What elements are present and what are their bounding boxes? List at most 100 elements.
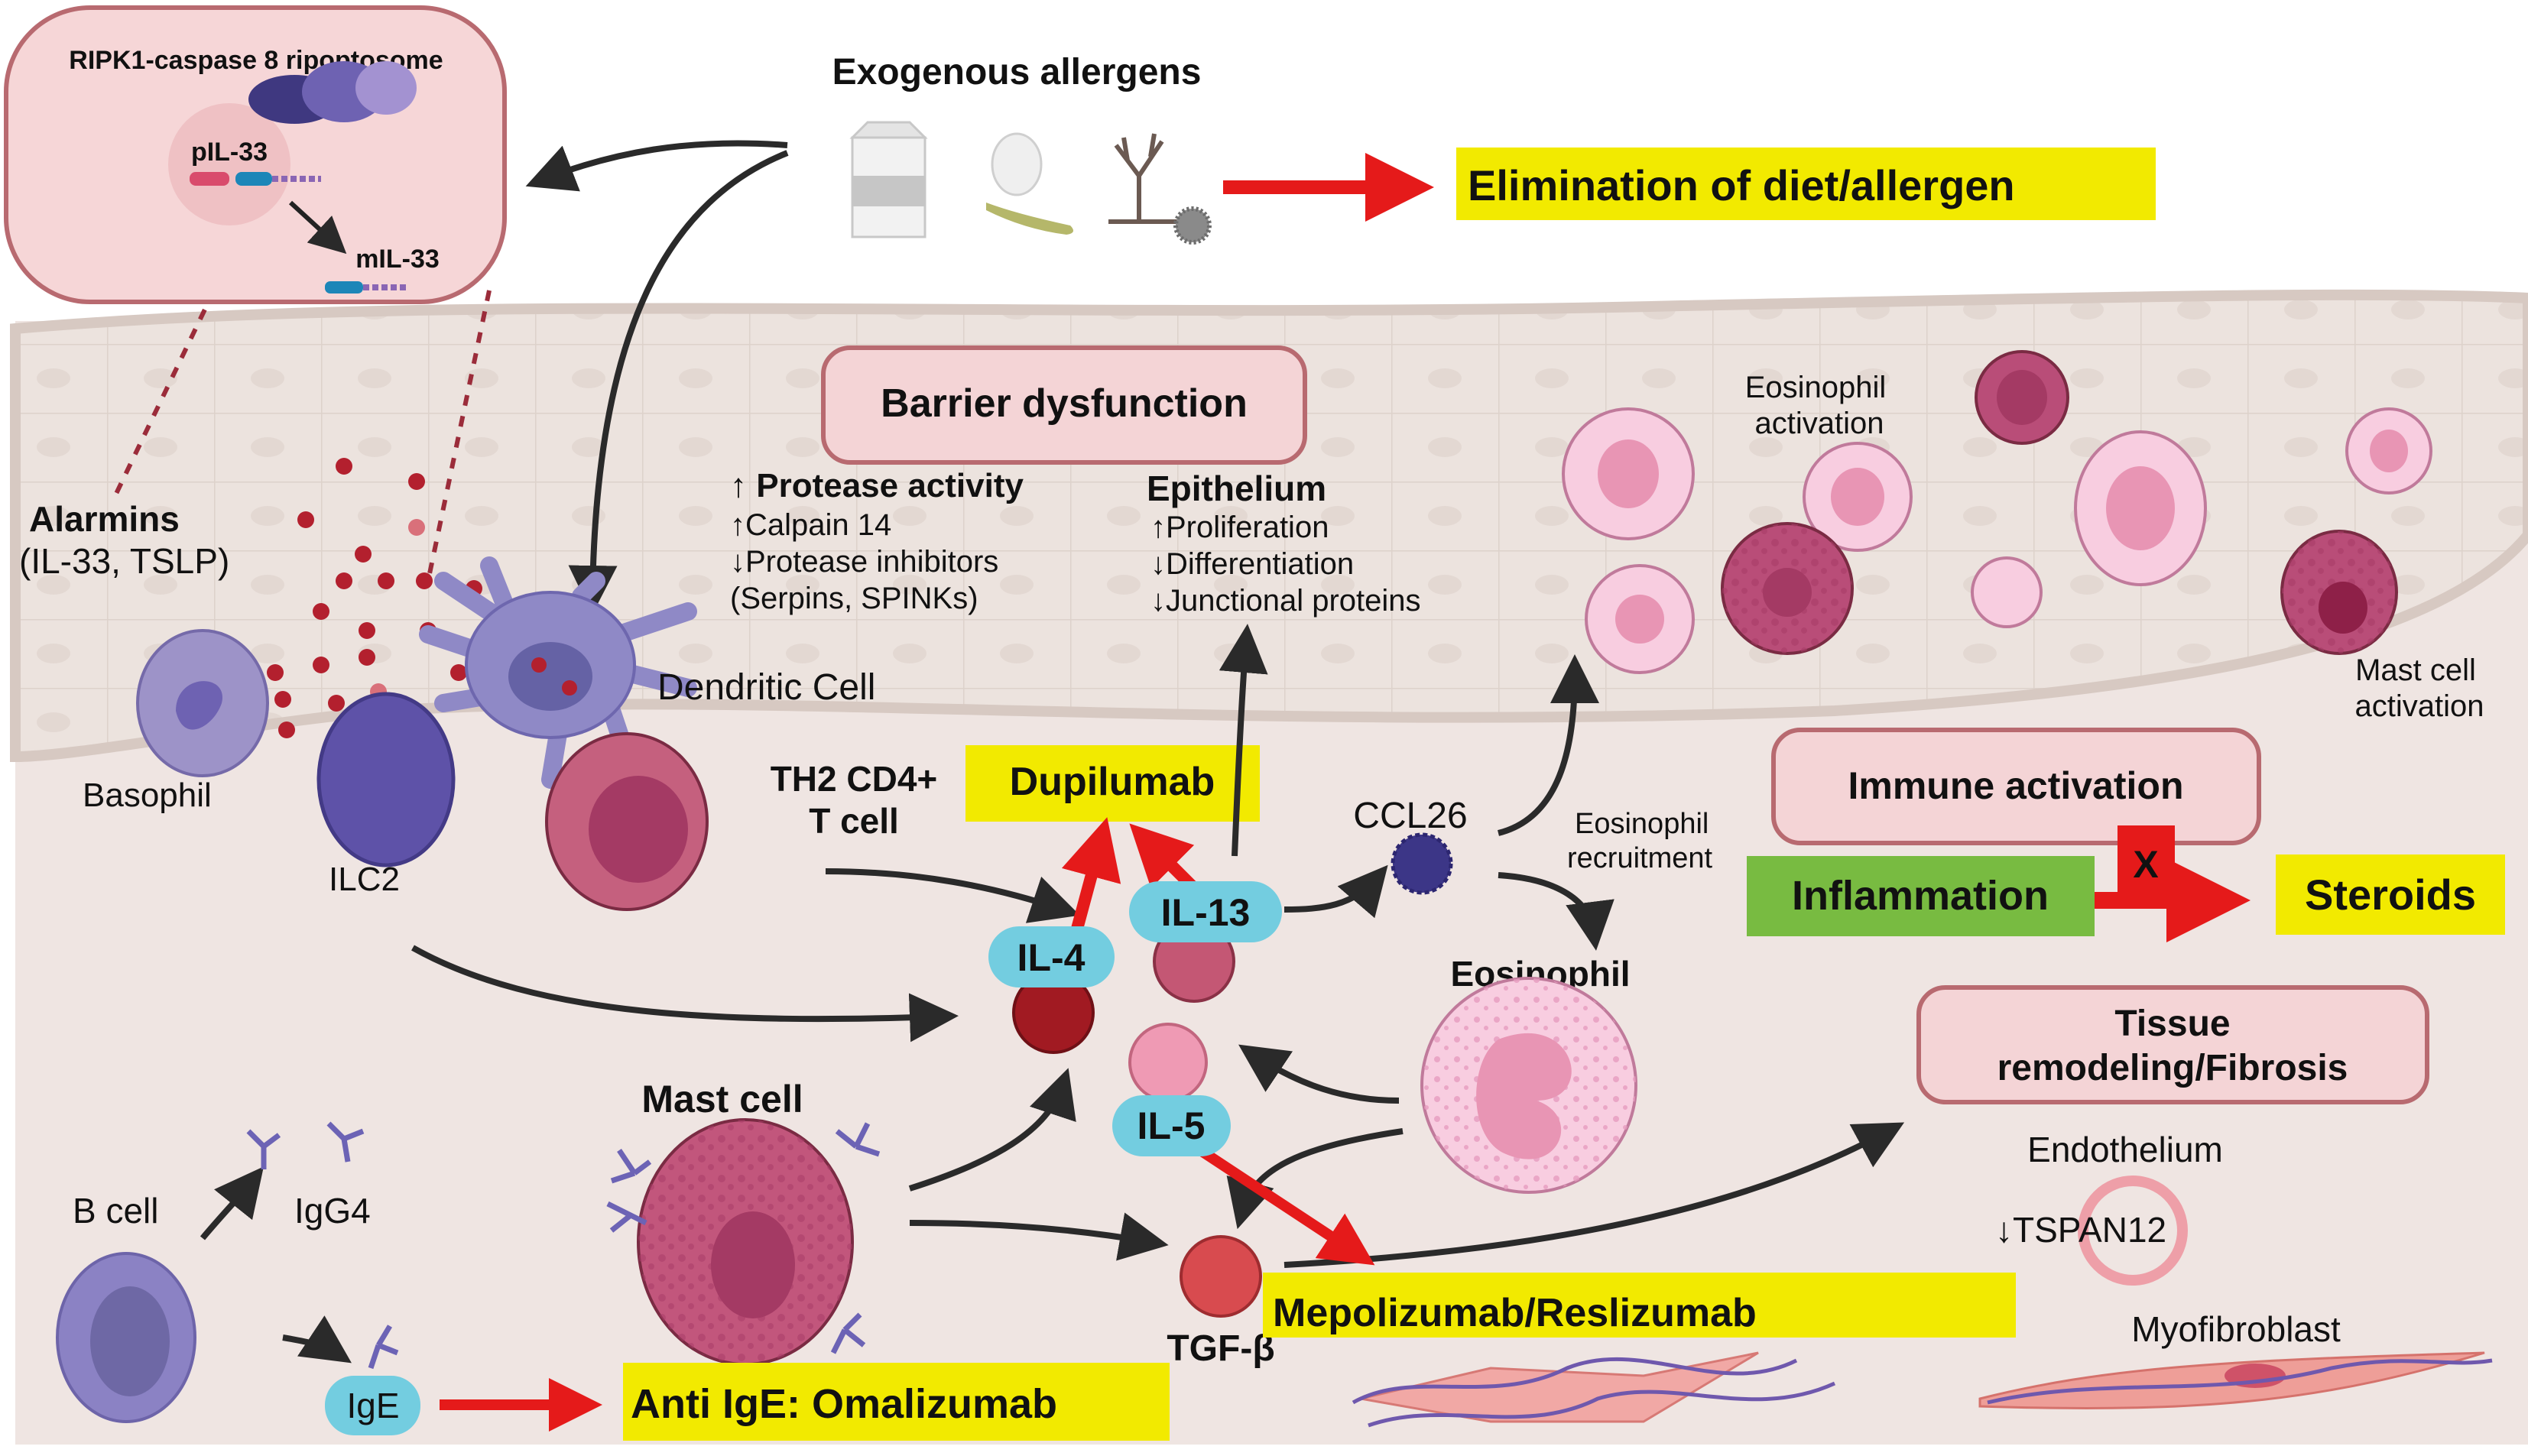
arrow-eosinophil-to-tgfb <box>1226 1128 1404 1230</box>
ccl26-label: CCL26 <box>1353 796 1467 836</box>
tissue-remodeling-box <box>1916 985 2429 1104</box>
il4-label: IL-4 <box>1017 936 1086 979</box>
eosinophil-activation-cells <box>1562 350 2432 674</box>
mast-activation-line1: Mast cell <box>2355 653 2476 687</box>
ige-antibody-icon <box>368 1325 399 1370</box>
omalizumab-highlight <box>623 1363 1170 1441</box>
red-arrow-il4-to-dupilumab <box>1061 817 1121 942</box>
dupilumab-highlight <box>965 745 1260 822</box>
ripoptosome-inset: RIPK1-caspase 8 ripoptosome pIL-33 mIL-3… <box>4 5 507 582</box>
barrier-dysfunction-box <box>821 345 1307 465</box>
il4-badge: IL-4 <box>988 926 1115 987</box>
mepolizumab-highlight <box>1263 1273 2016 1338</box>
il5-badge: IL-5 <box>1112 1095 1231 1156</box>
th2-t-cell-icon <box>545 732 709 911</box>
il5-sphere-icon <box>1128 1023 1208 1102</box>
il5-label: IL-5 <box>1137 1104 1206 1147</box>
protease-line: ↑Calpain 14 <box>730 508 891 542</box>
igg4-antibody-icons <box>246 1121 365 1169</box>
myofibroblast-icon <box>1978 1351 2493 1409</box>
pil33-protein-icon <box>190 172 321 186</box>
b-cell-icon <box>56 1252 196 1423</box>
dupilumab-label: Dupilumab <box>1010 760 1215 804</box>
protease-line: ↓Protease inhibitors <box>730 545 998 579</box>
arrow-eosinophil-to-il5 <box>1238 1044 1400 1104</box>
inflammation-label: Inflammation <box>1792 873 2049 919</box>
eos-recruitment-line2: recruitment <box>1567 842 1712 874</box>
ilc2-icon <box>316 692 456 867</box>
il13-label: IL-13 <box>1161 891 1251 934</box>
arrow-bcell-to-ige <box>282 1315 352 1364</box>
th2-label-line1: TH2 CD4+ <box>771 759 938 799</box>
arrow-bcell-to-igg4 <box>200 1166 264 1240</box>
basophil-label: Basophil <box>83 777 212 814</box>
arrow-il13-to-ccl26 <box>1283 864 1388 919</box>
elimination-label: Elimination of diet/allergen <box>1468 161 2015 209</box>
endothelium-label: Endothelium <box>2027 1130 2223 1169</box>
epithelium-details: Epithelium ↑Proliferation ↓Differentiati… <box>1147 469 1421 618</box>
pil33-label: pIL-33 <box>191 138 268 167</box>
mil33-label: mIL-33 <box>355 245 440 274</box>
allergens-title: Exogenous allergens <box>832 52 1202 92</box>
b-cell-label: B cell <box>73 1191 158 1231</box>
ige-badge: IgE <box>325 1376 420 1435</box>
immune-activation-title: Immune activation <box>1848 764 2184 807</box>
basophil-icon <box>136 629 269 777</box>
fibroblast-icon <box>1352 1351 1836 1428</box>
arrow-mast-to-cytokines <box>908 1068 1076 1192</box>
allergens-group: Exogenous allergens <box>832 52 1212 245</box>
mil33-protein-icon <box>325 281 409 293</box>
arrow-to-eosinophil-activation <box>1498 654 1599 836</box>
arrow-il13-to-epithelium <box>1219 624 1268 857</box>
cleavage-arrow <box>288 200 347 255</box>
eosinophil-activation-line1: Eosinophil <box>1745 371 1887 404</box>
protease-heading: ↑ Protease activity <box>730 467 1024 504</box>
nucleus-icon <box>168 103 290 225</box>
eosinophil-activation-line2: activation <box>1755 407 1884 440</box>
mast-activation-line2: activation <box>2355 689 2484 723</box>
ccl26-chemokine-icon <box>1391 832 1453 895</box>
epithelium-line: ↓Junctional proteins <box>1150 584 1421 618</box>
inset-connector-left <box>112 289 216 498</box>
tissue-remodeling-line1: Tissue <box>2114 1004 2230 1044</box>
ilc2-label: ILC2 <box>329 861 400 898</box>
inset-connector-right <box>426 290 492 582</box>
epithelium-line: ↑Proliferation <box>1150 511 1329 544</box>
th2-label-line2: T cell <box>809 801 899 841</box>
omalizumab-label: Anti IgE: Omalizumab <box>631 1381 1057 1427</box>
myofibroblast-label: Myofibroblast <box>2131 1309 2341 1349</box>
steroids-highlight <box>2276 854 2505 935</box>
egg-icon <box>991 132 1043 196</box>
milk-carton-icon <box>849 121 928 238</box>
il13-badge: IL-13 <box>1129 881 1282 942</box>
dendritic-cell-icon <box>419 556 697 789</box>
epithelium-heading: Epithelium <box>1147 469 1326 508</box>
mast-cell-activation-icon <box>2280 530 2398 655</box>
dendritic-cell-label: Dendritic Cell <box>657 667 875 708</box>
elimination-highlight <box>1456 148 2156 220</box>
tgfb-sphere-icon <box>1180 1235 1262 1318</box>
arrow-mast-to-tgfb <box>909 1212 1169 1261</box>
alarmins-label: Alarmins <box>29 499 180 539</box>
block-marker <box>2117 825 2175 902</box>
eosinophil-icon <box>1420 977 1637 1194</box>
steroids-label: Steroids <box>2305 871 2476 919</box>
soybean-pod-icon <box>986 203 1073 235</box>
blood-vessel-icon <box>2078 1176 2188 1286</box>
tissue-remodeling-line2: remodeling/Fibrosis <box>1997 1048 2348 1088</box>
epithelium-line: ↓Differentiation <box>1150 547 1354 581</box>
arrow-th2-to-il4 <box>825 868 1080 923</box>
eos-recruitment-line1: Eosinophil <box>1575 808 1709 840</box>
arrow-ccl26-to-eosinophil <box>1498 872 1614 951</box>
immune-activation-box <box>1771 728 2261 845</box>
protease-line: (Serpins, SPINKs) <box>730 582 978 615</box>
protease-details: ↑ Protease activity ↑Calpain 14 ↓Proteas… <box>730 467 1024 615</box>
mepolizumab-label: Mepolizumab/Reslizumab <box>1273 1291 1757 1335</box>
ige-label: IgE <box>346 1386 399 1425</box>
arrow-allergen-to-inset <box>525 140 788 192</box>
arrow-allergen-to-dendritic <box>568 150 789 615</box>
barrier-dysfunction-title: Barrier dysfunction <box>881 381 1248 426</box>
igg4-label: IgG4 <box>294 1191 371 1231</box>
tspan12-label: ↓TSPAN12 <box>1995 1210 2166 1250</box>
